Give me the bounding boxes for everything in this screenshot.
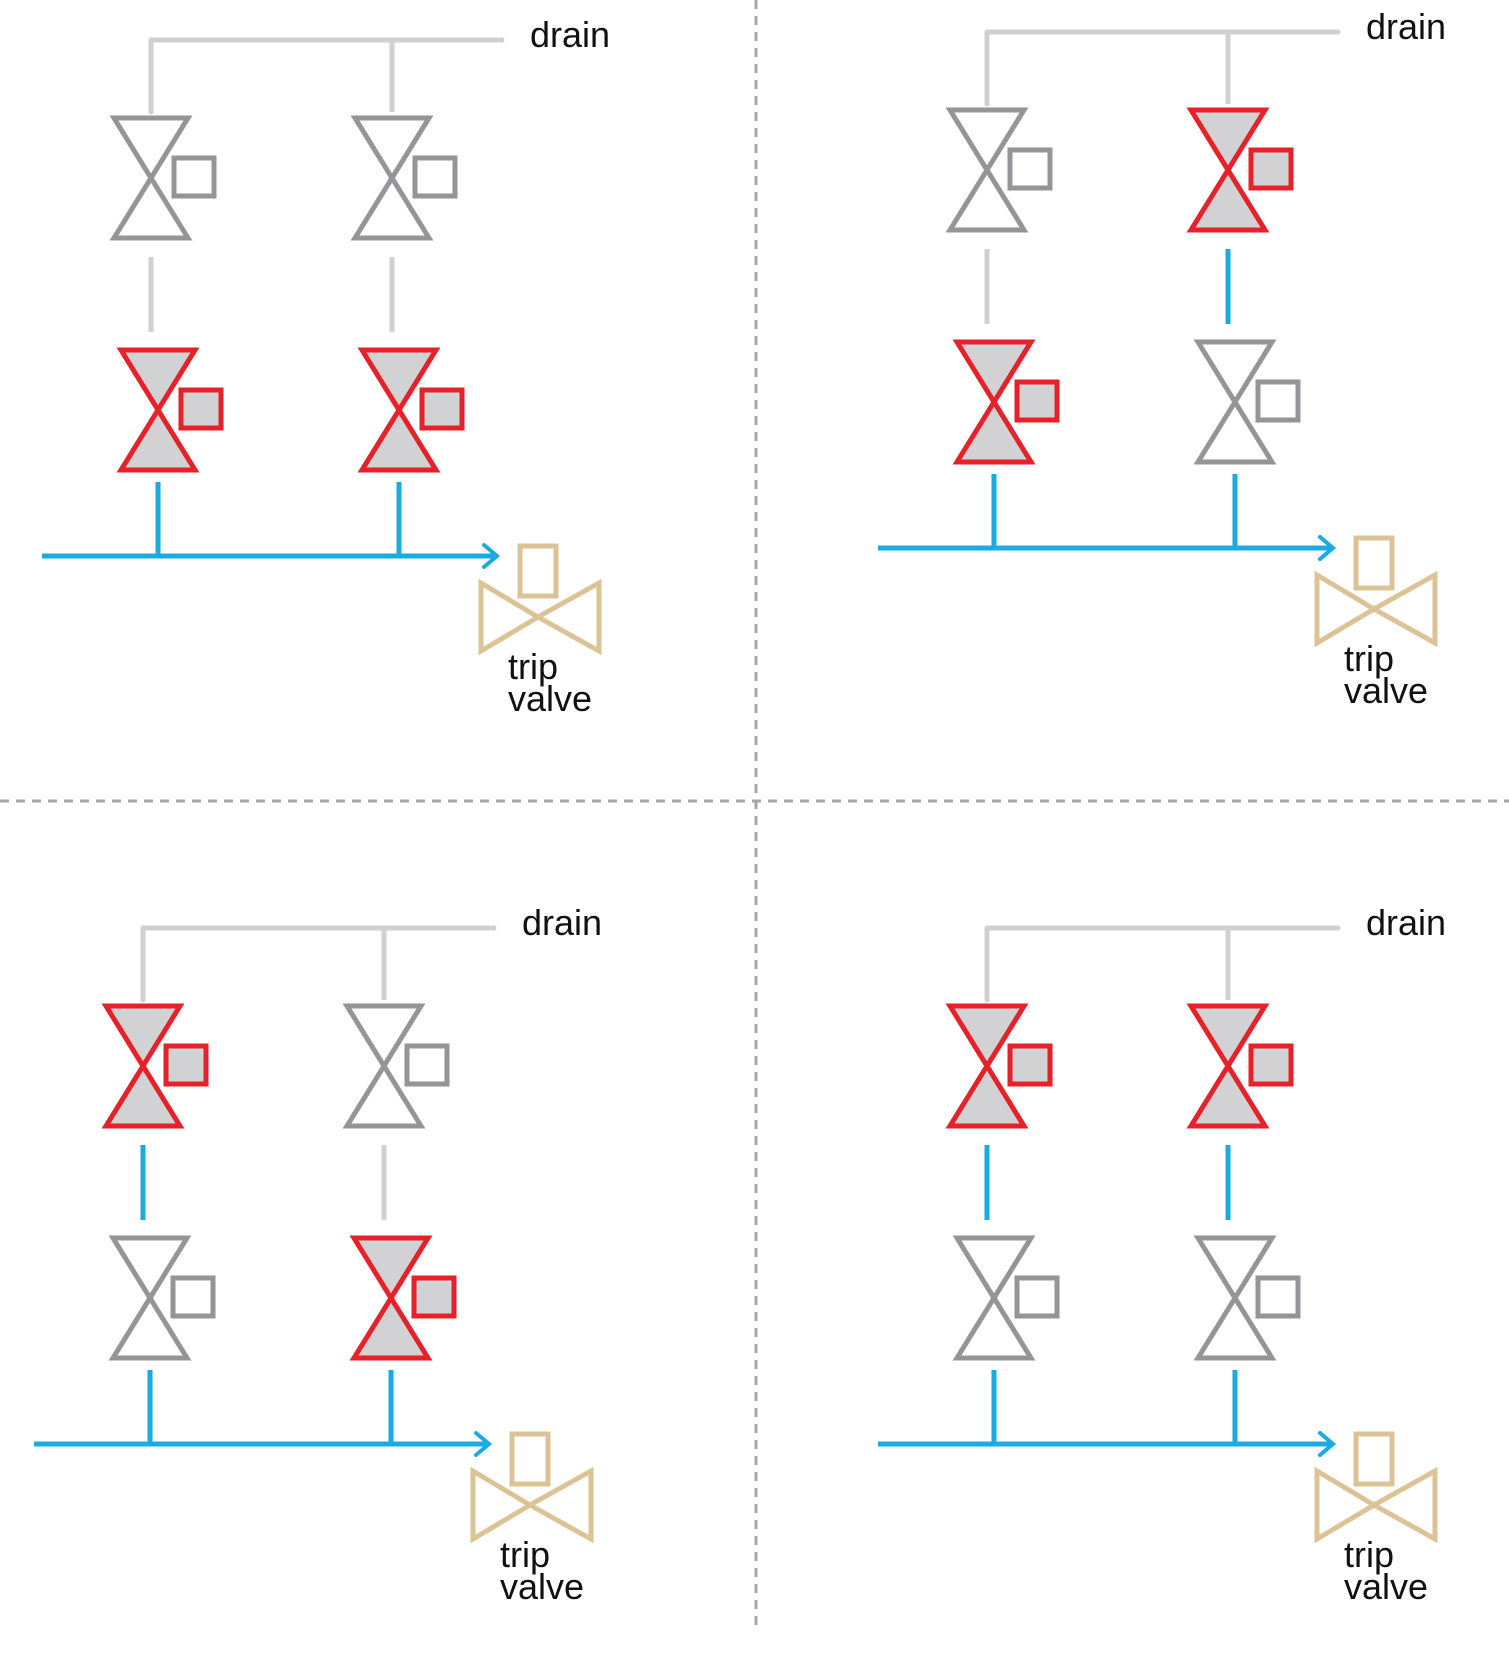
actuator-box-open (1007, 147, 1053, 191)
trip-label-line1: trip (1344, 1534, 1394, 1575)
lower-valve-open (952, 1235, 1060, 1361)
trip-valve-actuator (509, 1431, 551, 1487)
left-valve-column (945, 928, 1060, 1444)
trip-label-line2: valve (1344, 1566, 1428, 1607)
flow-arrow-head (482, 543, 501, 569)
actuator-box-open (412, 155, 458, 199)
drain-header-line (140, 925, 497, 1003)
actuator-box-closed (178, 387, 224, 431)
upper-valve-closed (945, 1003, 1053, 1129)
valve-body-open (1193, 1235, 1277, 1361)
actuator-box-open (404, 1043, 450, 1087)
left-valve-column (109, 40, 224, 556)
valve-body-open (1193, 339, 1277, 465)
upper-valve-open (350, 115, 458, 241)
valve-body-closed (1186, 107, 1270, 233)
trip-valve-body (1314, 1466, 1438, 1544)
trip-valve-icon (470, 1431, 594, 1544)
drain-label: drain (1366, 902, 1446, 943)
valve-body-closed (116, 347, 200, 473)
upper-valve-open (342, 1003, 450, 1129)
upper-valve-closed (1186, 1003, 1294, 1129)
actuator-box-closed (1248, 1043, 1294, 1087)
actuator-box-closed (419, 387, 465, 431)
drain-label: drain (1366, 6, 1446, 47)
valve-body-closed (1186, 1003, 1270, 1129)
trip-label-line2: valve (508, 678, 592, 719)
actuator-box-closed (163, 1043, 209, 1087)
valve-body-open (109, 115, 193, 241)
drain-header-line (148, 37, 505, 115)
valve-body-closed (101, 1003, 185, 1129)
left-valve-column (101, 928, 216, 1444)
trip-valve-icon (1314, 535, 1438, 648)
upper-valve-open (945, 107, 1053, 233)
actuator-box-closed (411, 1275, 457, 1319)
flow-arrow-head (1318, 1431, 1337, 1457)
right-valve-column (342, 928, 457, 1444)
right-valve-column (350, 40, 465, 556)
actuator-box-closed (1014, 379, 1060, 423)
quadrant-dividers (0, 0, 1509, 1625)
lower-valve-closed (116, 347, 224, 473)
panels: draintripvalvedraintripvalvedraintripval… (34, 6, 1446, 1607)
trip-label-line1: trip (1344, 638, 1394, 679)
drain-header-line (984, 29, 1341, 107)
trip-label-line2: valve (1344, 670, 1428, 711)
actuator-box-open (1014, 1275, 1060, 1319)
upper-valve-open (109, 115, 217, 241)
flow-arrow-head (1318, 535, 1337, 561)
right-valve-column (1186, 928, 1301, 1444)
lower-valve-closed (952, 339, 1060, 465)
valve-body-open (342, 1003, 426, 1129)
drain-header-line (984, 925, 1341, 1003)
trip-label-line1: trip (500, 1534, 550, 1575)
lower-valve-open (1193, 1235, 1301, 1361)
trip-valve-actuator (517, 543, 559, 599)
drain-label: drain (530, 14, 610, 55)
flow-arrow-head (474, 1431, 493, 1457)
drain-label: drain (522, 902, 602, 943)
trip-valve-body (470, 1466, 594, 1544)
valve-body-open (945, 107, 1029, 233)
actuator-box-open (1255, 379, 1301, 423)
trip-valve-icon (1314, 1431, 1438, 1544)
upper-valve-closed (101, 1003, 209, 1129)
actuator-box-open (171, 155, 217, 199)
valve-body-open (952, 1235, 1036, 1361)
trip-valve-body (478, 578, 602, 656)
valve-body-closed (945, 1003, 1029, 1129)
valve-body-closed (349, 1235, 433, 1361)
trip-label-line2: valve (500, 1566, 584, 1607)
actuator-box-closed (1248, 147, 1294, 191)
actuator-box-open (170, 1275, 216, 1319)
actuator-box-closed (1007, 1043, 1053, 1087)
lower-valve-closed (357, 347, 465, 473)
trip-valve-actuator (1353, 1431, 1395, 1487)
right-valve-column (1186, 32, 1301, 548)
actuator-box-open (1255, 1275, 1301, 1319)
trip-valve-icon (478, 543, 602, 656)
lower-valve-open (1193, 339, 1301, 465)
valve-body-closed (952, 339, 1036, 465)
lower-valve-closed (349, 1235, 457, 1361)
trip-valve-actuator (1353, 535, 1395, 591)
valve-body-closed (357, 347, 441, 473)
trip-valve-body (1314, 570, 1438, 648)
valve-body-open (108, 1235, 192, 1361)
lower-valve-open (108, 1235, 216, 1361)
upper-valve-closed (1186, 107, 1294, 233)
trip-label-line1: trip (508, 646, 558, 687)
valve-body-open (350, 115, 434, 241)
left-valve-column (945, 32, 1060, 548)
